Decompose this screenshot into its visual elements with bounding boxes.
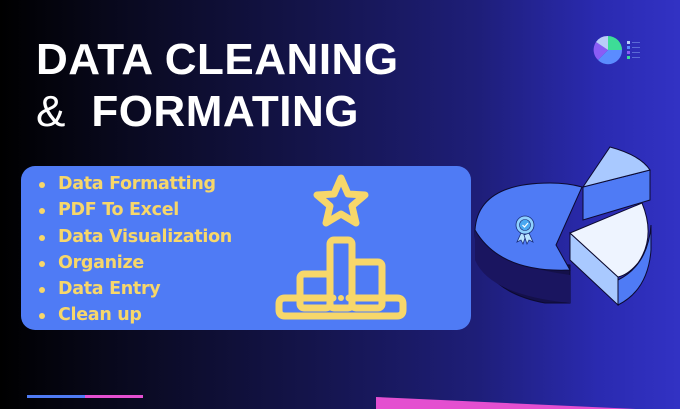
headline-line-2: & FORMATING <box>36 86 359 138</box>
accent-underline <box>27 395 143 398</box>
service-item-data-visualization: Data Visualization <box>36 224 232 250</box>
service-item-data-entry: Data Entry <box>36 276 232 302</box>
services-panel: Data Formatting PDF To Excel Data Visual… <box>21 166 471 330</box>
bullet-icon <box>39 287 45 294</box>
ampersand: & <box>36 87 66 136</box>
headline-formating: FORMATING <box>91 87 359 136</box>
service-item-data-formatting: Data Formatting <box>36 171 232 197</box>
service-item-organize: Organize <box>36 250 232 276</box>
bullet-icon <box>39 234 45 241</box>
award-ribbon-icon <box>515 215 535 246</box>
service-item-clean-up: Clean up <box>36 302 232 328</box>
3d-pie-chart-illustration <box>474 146 652 307</box>
bullet-icon <box>39 208 45 215</box>
bullet-icon <box>39 260 45 267</box>
bar-chart-star-icon <box>275 174 407 320</box>
pie-chart-legend-icon <box>593 35 640 65</box>
service-item-pdf-to-excel: PDF To Excel <box>36 197 232 223</box>
bullet-icon <box>39 182 45 188</box>
services-list: Data Formatting PDF To Excel Data Visual… <box>36 171 232 329</box>
bullet-icon <box>39 313 45 320</box>
headline-line-1: DATA CLEANING <box>36 35 399 84</box>
pink-accent-shape <box>376 397 636 409</box>
